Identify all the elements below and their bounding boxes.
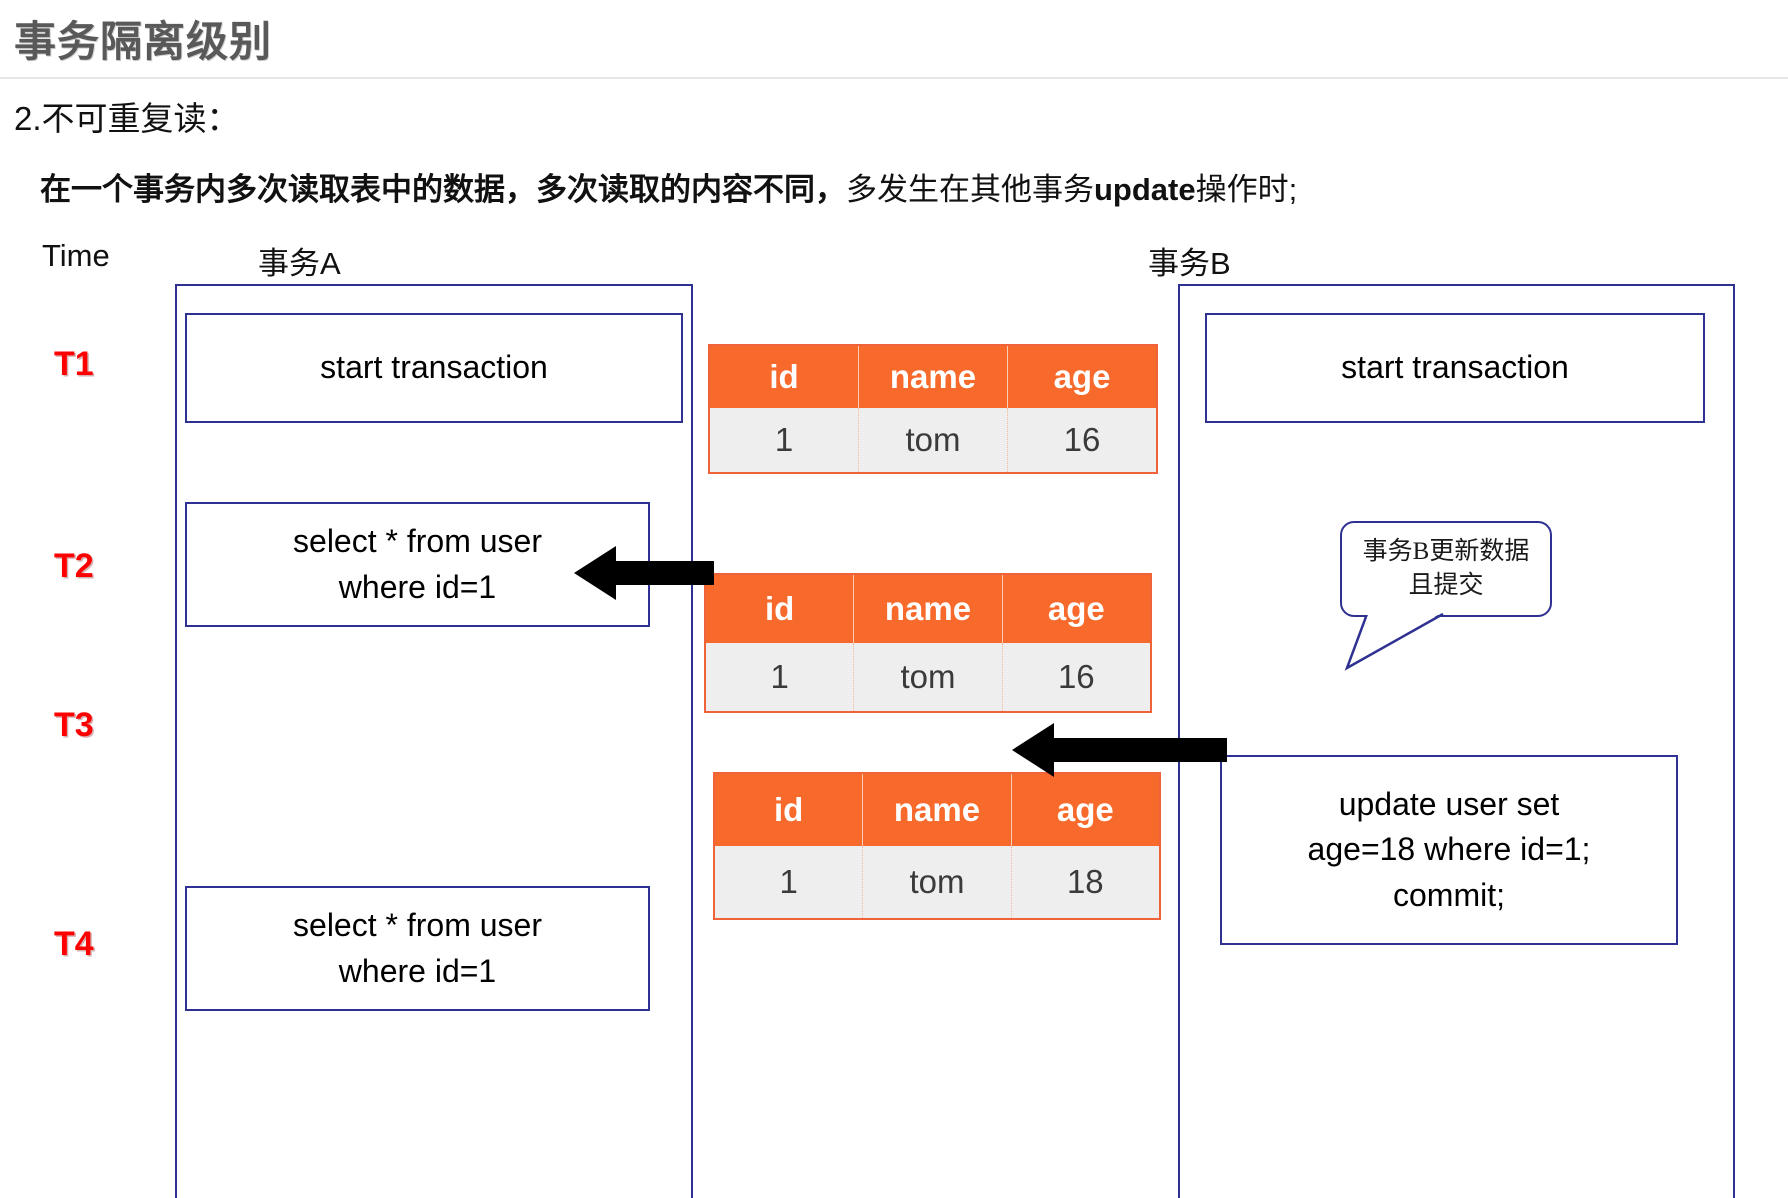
sql-text-line-2: where id=1 [338, 952, 497, 989]
description-bold-part: 在一个事务内多次读取表中的数据，多次读取的内容不同， [40, 172, 846, 207]
sql-text: start transaction [1341, 349, 1569, 386]
table-row: 1 tom 18 [715, 846, 1159, 918]
description-line: 在一个事务内多次读取表中的数据，多次读取的内容不同，多发生在其他事务update… [40, 164, 1297, 209]
sql-box-a-t1: start transaction [185, 313, 683, 423]
description-keyword-update: update [1094, 172, 1196, 207]
time-label-t4: T4 [54, 925, 94, 963]
column-header-id: id [715, 774, 864, 846]
column-header-id: id [706, 575, 855, 643]
cell-id: 1 [706, 643, 855, 711]
column-header-name: name [854, 575, 1003, 643]
callout-line-2: 且提交 [1408, 572, 1484, 599]
cell-age: 16 [1063, 421, 1101, 458]
cell-name: tom [863, 846, 1012, 918]
column-header-transaction-b: 事务B [1148, 246, 1231, 281]
cell-name: tom [854, 643, 1003, 711]
table-row: 1 tom 16 [706, 643, 1150, 711]
column-header-name: name [863, 774, 1012, 846]
cell-name: tom [859, 408, 1008, 472]
page-title: 事务隔离级别 [14, 18, 273, 65]
sql-text-line-3: commit; [1393, 876, 1505, 913]
transaction-a-lane [175, 284, 693, 1198]
data-table-t1: id name age 1 tom 16 [708, 344, 1158, 474]
time-label-t3: T3 [54, 706, 94, 744]
column-header-age: age [1056, 791, 1114, 828]
sql-text-line-1: select * from user [293, 907, 542, 944]
section-heading: 2.不可重复读： [14, 100, 240, 137]
title-divider [0, 77, 1788, 79]
sql-text: start transaction [320, 349, 548, 386]
table-header-row: id name age [706, 575, 1150, 643]
sql-box-b-t3: update user set age=18 where id=1; commi… [1220, 755, 1678, 945]
table-header-row: id name age [710, 346, 1156, 408]
sql-text-line-1: select * from user [293, 523, 542, 560]
cell-age: 16 [1057, 658, 1095, 695]
annotation-callout-bubble: 事务B更新数据 且提交 [1340, 521, 1552, 617]
sql-text-line-1: update user set [1338, 785, 1560, 822]
column-header-time: Time [42, 238, 110, 273]
column-header-name: name [859, 346, 1008, 408]
column-header-id: id [710, 346, 859, 408]
column-header-age: age [1053, 358, 1111, 395]
time-label-t2: T2 [54, 547, 94, 585]
table-header-row: id name age [715, 774, 1159, 846]
sql-text-line-2: age=18 where id=1; [1307, 831, 1591, 868]
data-table-t3: id name age 1 tom 18 [713, 772, 1161, 920]
column-header-transaction-a: 事务A [258, 246, 341, 281]
data-table-t2: id name age 1 tom 16 [704, 573, 1152, 713]
sql-text-line-2: where id=1 [338, 568, 497, 605]
callout-line-1: 事务B更新数据 [1362, 538, 1530, 566]
cell-id: 1 [710, 408, 859, 472]
time-label-t1: T1 [54, 345, 94, 383]
description-normal-part-1: 多发生在其他事务 [846, 172, 1094, 207]
sql-box-a-t4: select * from user where id=1 [185, 886, 650, 1011]
column-header-age: age [1047, 590, 1105, 627]
sql-box-a-t2: select * from user where id=1 [185, 502, 650, 627]
sql-box-b-t1: start transaction [1205, 313, 1705, 423]
table-row: 1 tom 16 [710, 408, 1156, 472]
cell-age: 18 [1066, 863, 1104, 900]
cell-id: 1 [715, 846, 864, 918]
description-normal-part-2: 操作时; [1195, 172, 1298, 207]
